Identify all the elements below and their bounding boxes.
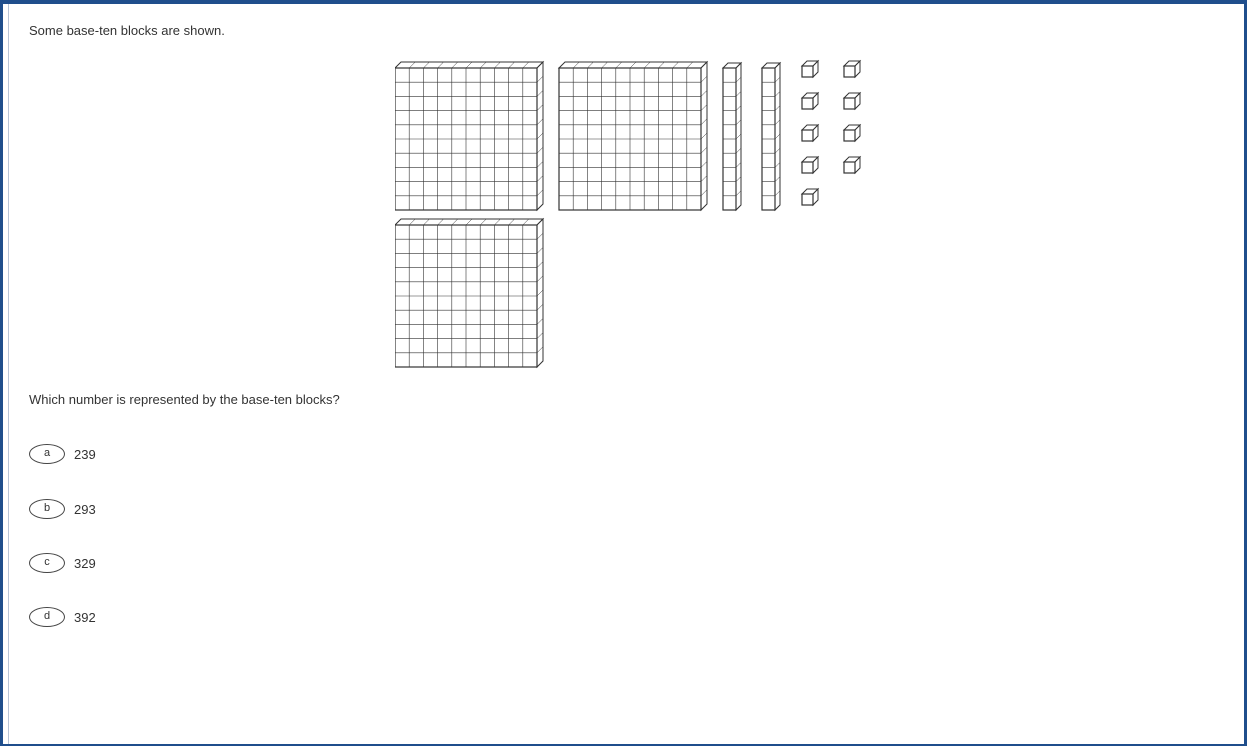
ones-unit-cube (802, 189, 818, 205)
answer-choice-b[interactable]: b 293 (29, 499, 96, 519)
question-content: Some base-ten blocks are shown. Which nu… (8, 4, 1244, 744)
answer-choice-d[interactable]: d 392 (29, 607, 96, 627)
choice-bubble-c[interactable]: c (29, 553, 65, 573)
ones-unit-cube (844, 93, 860, 109)
ones-unit-cube (802, 125, 818, 141)
ones-unit-cube (844, 61, 860, 77)
tens-rod-block (723, 63, 741, 210)
ones-unit-cube (802, 61, 818, 77)
choice-bubble-b[interactable]: b (29, 499, 65, 519)
choice-value-c[interactable]: 329 (74, 556, 96, 571)
hundreds-flat-block (395, 219, 543, 367)
answer-choice-c[interactable]: c 329 (29, 553, 96, 573)
choice-value-a[interactable]: 239 (74, 447, 96, 462)
question-prompt: Some base-ten blocks are shown. (29, 23, 225, 38)
choice-value-d[interactable]: 392 (74, 610, 96, 625)
ones-unit-cube (802, 93, 818, 109)
ones-unit-cube (844, 125, 860, 141)
tens-rod-block (762, 63, 780, 210)
choice-value-b[interactable]: 293 (74, 502, 96, 517)
hundreds-flat-block (559, 62, 707, 210)
ones-unit-cube (802, 157, 818, 173)
choice-bubble-d[interactable]: d (29, 607, 65, 627)
choice-bubble-a[interactable]: a (29, 444, 65, 464)
answer-choice-a[interactable]: a 239 (29, 444, 96, 464)
question-stem: Which number is represented by the base-… (29, 392, 340, 407)
ones-unit-cube (844, 157, 860, 173)
hundreds-flat-block (395, 62, 543, 210)
base-ten-blocks-figure (395, 58, 885, 373)
